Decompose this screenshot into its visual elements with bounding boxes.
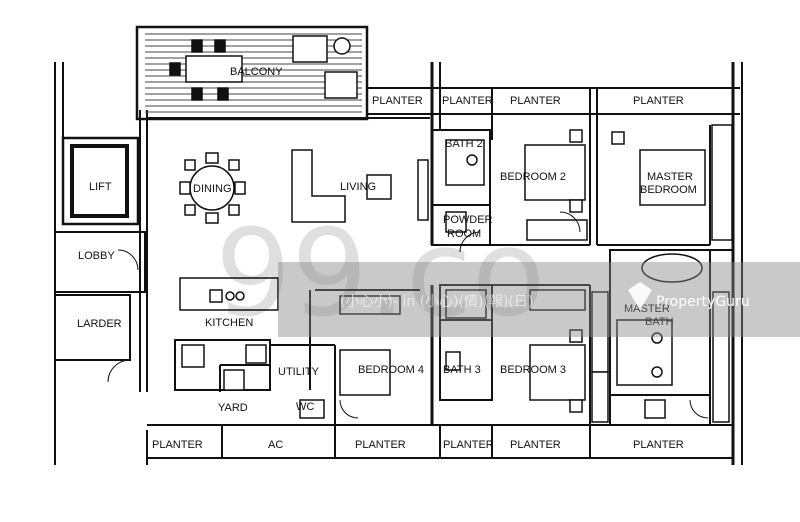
balcony-furniture (169, 35, 358, 101)
room-labels: BALCONY LIFT LOBBY LARDER DINING LIVING … (77, 66, 697, 414)
living-sofa (291, 149, 429, 223)
watermark: 99.co (小心小)- in (小心)(情)(報)(日) PropertyGu… (215, 205, 800, 344)
label-kitchen: KITCHEN (205, 317, 253, 329)
label-powder-room-2: ROOM (447, 228, 481, 240)
label-wc: WC (296, 401, 314, 413)
label-yard: YARD (218, 402, 248, 414)
ac-ledge: AC (268, 439, 283, 451)
bedroom-furniture (339, 124, 733, 423)
planter-bottom-2: PLANTER (355, 439, 406, 451)
door-swings (107, 211, 709, 419)
walls (54, 25, 743, 465)
kitchen-fixtures (179, 277, 279, 391)
label-bedroom2: BEDROOM 2 (500, 171, 566, 183)
lift-shaft (70, 144, 129, 218)
label-dining: DINING (193, 183, 232, 195)
watermark-propertyguru: PropertyGuru (656, 294, 750, 310)
label-lobby: LOBBY (78, 250, 115, 262)
planter-bottom-5: PLANTER (633, 439, 684, 451)
label-balcony: BALCONY (230, 66, 283, 78)
watermark-band-text: (小心小)- in (小心)(情)(報)(日) (340, 294, 533, 310)
planter-bottom-4: PLANTER (510, 439, 561, 451)
planter-bottom-3: PLANTER (443, 439, 494, 451)
planter-top-4: PLANTER (633, 95, 684, 107)
label-bath3: BATH 3 (443, 364, 481, 376)
label-master-bath-1: MASTER (624, 303, 670, 315)
label-powder-room-1: POWDER (443, 214, 493, 226)
watermark-band (278, 262, 800, 337)
label-bedroom4: BEDROOM 4 (358, 364, 424, 376)
label-bath2: BATH 2 (445, 138, 483, 150)
label-larder: LARDER (77, 318, 122, 330)
label-master-bath-2: BATH (645, 316, 674, 328)
label-living: LIVING (340, 181, 376, 193)
planter-top-1: PLANTER (372, 95, 423, 107)
bottom-strip-labels: PLANTER AC PLANTER PLANTER PLANTER PLANT… (152, 439, 684, 451)
planter-bottom-1: PLANTER (152, 439, 203, 451)
label-utility: UTILITY (278, 366, 320, 378)
dining-table (179, 152, 246, 224)
label-master-bedroom-1: MASTER (647, 171, 693, 183)
label-lift: LIFT (89, 181, 112, 193)
watermark-99co: 99.co (215, 205, 545, 344)
planter-top-3: PLANTER (510, 95, 561, 107)
top-strip-labels: PLANTER PLANTER PLANTER PLANTER (372, 95, 684, 107)
label-master-bedroom-2: BEDROOM (640, 184, 697, 196)
label-bedroom3: BEDROOM 3 (500, 364, 566, 376)
propertyguru-logo-icon (628, 282, 652, 310)
planter-top-2: PLANTER (442, 95, 493, 107)
bath-fixtures (299, 139, 703, 419)
